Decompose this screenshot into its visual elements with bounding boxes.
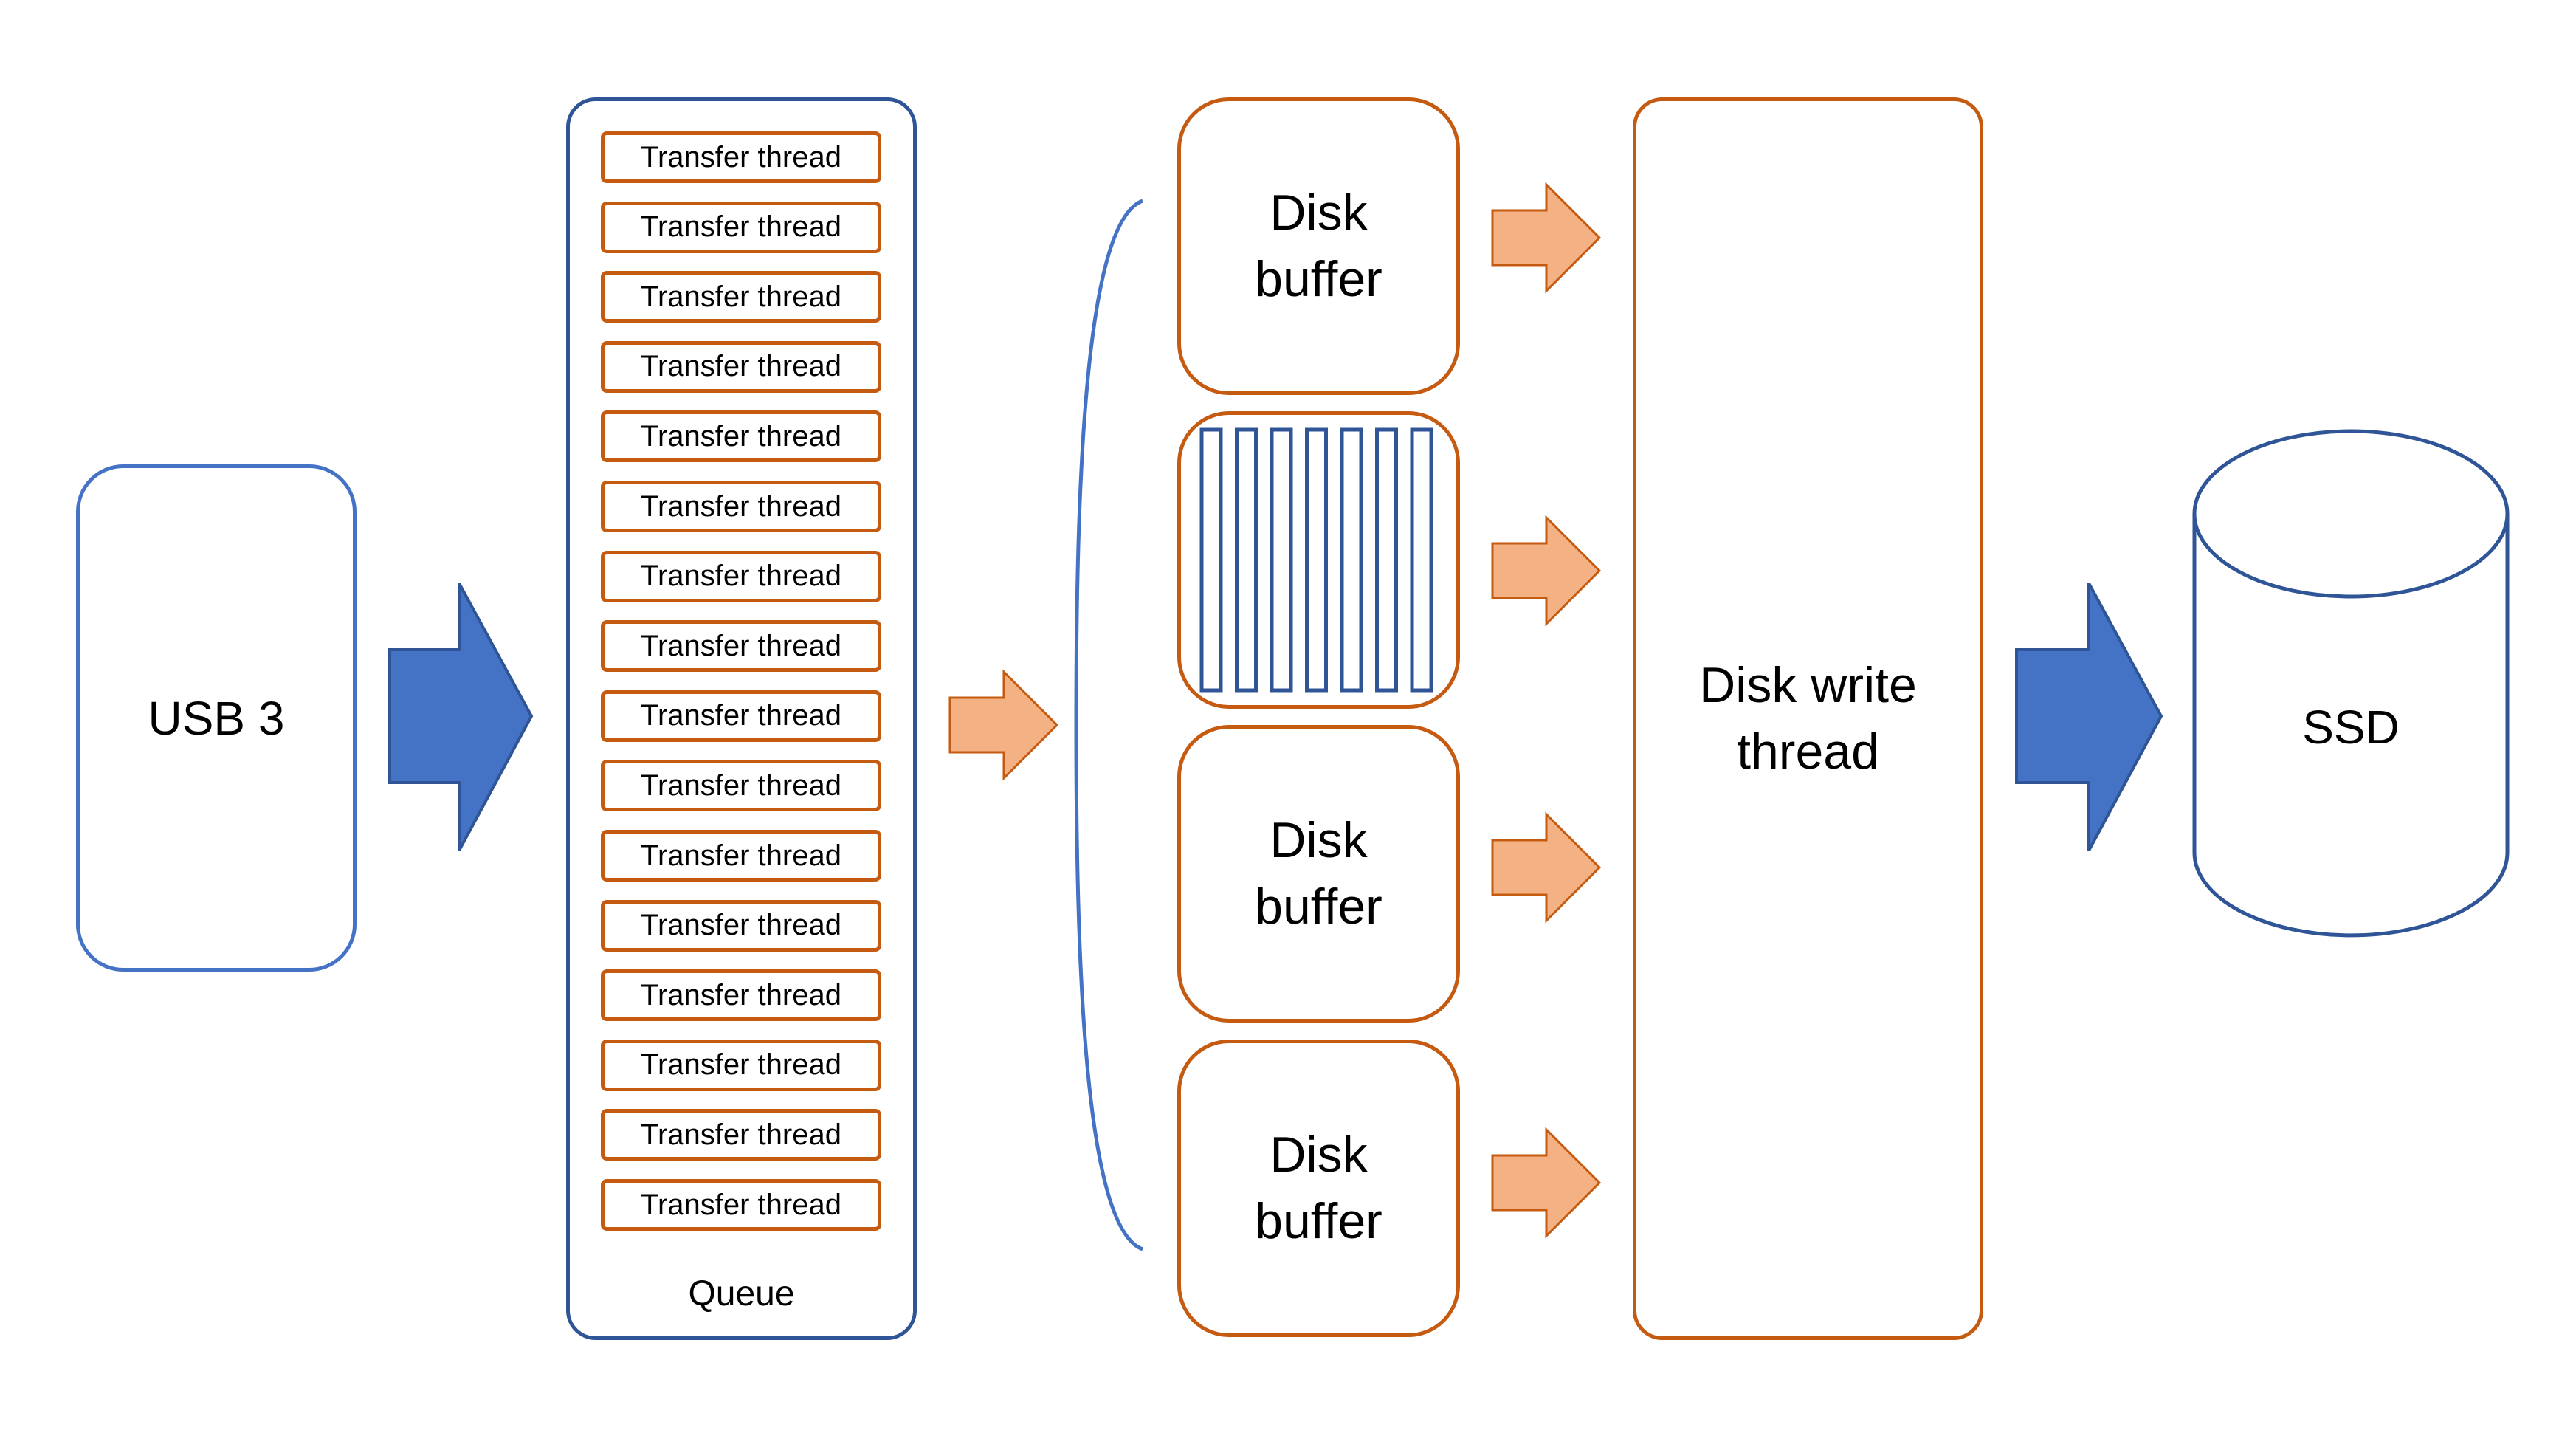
queue-label: Queue	[688, 1274, 795, 1313]
buffer-fill-bars	[1199, 427, 1433, 693]
ssd-cylinder	[2192, 429, 2510, 938]
transfer-thread-item: Transfer thread	[601, 201, 881, 253]
ssd-label: SSD	[2302, 701, 2400, 754]
transfer-thread-item: Transfer thread	[601, 620, 881, 673]
transfer-thread-item: Transfer thread	[601, 410, 881, 463]
transfer-thread-item: Transfer thread	[601, 690, 881, 742]
transfer-thread-item: Transfer thread	[601, 760, 881, 812]
transfer-thread-item: Transfer thread	[601, 550, 881, 602]
buffer-fill-bar	[1235, 427, 1258, 693]
transfer-thread-item: Transfer thread	[601, 899, 881, 952]
buffer-3-to-writer-arrow	[1491, 811, 1602, 924]
disk-buffer-3-label: Disk buffer	[1255, 811, 1382, 935]
transfer-thread-item: Transfer thread	[601, 1179, 881, 1231]
disk-write-thread-label: Disk write thread	[1699, 656, 1917, 780]
transfer-thread-item: Transfer thread	[601, 1039, 881, 1091]
transfer-thread-item: Transfer thread	[601, 969, 881, 1022]
transfer-thread-item: Transfer thread	[601, 131, 881, 183]
transfer-thread-item: Transfer thread	[601, 1109, 881, 1161]
disk-buffer-2-filled	[1177, 411, 1460, 709]
usb-to-queue-arrow	[388, 583, 534, 851]
transfer-thread-item: Transfer thread	[601, 340, 881, 393]
disk-buffer-1-label: Disk buffer	[1255, 184, 1382, 307]
disk-buffer-1: Disk buffer	[1177, 97, 1460, 395]
disk-buffer-4: Disk buffer	[1177, 1040, 1460, 1337]
disk-write-thread-box: Disk write thread	[1633, 97, 1983, 1340]
transfer-thread-item: Transfer thread	[601, 830, 881, 882]
buffer-fill-bar	[1410, 427, 1433, 693]
buffer-group-bracket	[1074, 199, 1143, 1251]
buffer-2-to-writer-arrow	[1491, 515, 1602, 627]
filled-buffer-bars	[1199, 427, 1433, 693]
transfer-thread-item: Transfer thread	[601, 481, 881, 532]
transfer-thread-item: Transfer thread	[601, 271, 881, 323]
queue-to-buffers-arrow	[948, 669, 1059, 781]
buffer-4-to-writer-arrow	[1491, 1127, 1602, 1239]
usb-3-source-box: USB 3	[76, 464, 357, 972]
buffer-fill-bar	[1340, 427, 1363, 693]
usb-3-label: USB 3	[148, 691, 285, 745]
disk-buffer-3: Disk buffer	[1177, 725, 1460, 1023]
writer-to-ssd-arrow	[2015, 583, 2163, 851]
buffer-fill-bar	[1199, 427, 1223, 693]
disk-buffer-4-label: Disk buffer	[1255, 1126, 1382, 1249]
buffer-1-to-writer-arrow	[1491, 182, 1602, 294]
buffer-fill-bar	[1375, 427, 1398, 693]
buffer-fill-bar	[1270, 427, 1293, 693]
buffer-fill-bar	[1305, 427, 1328, 693]
